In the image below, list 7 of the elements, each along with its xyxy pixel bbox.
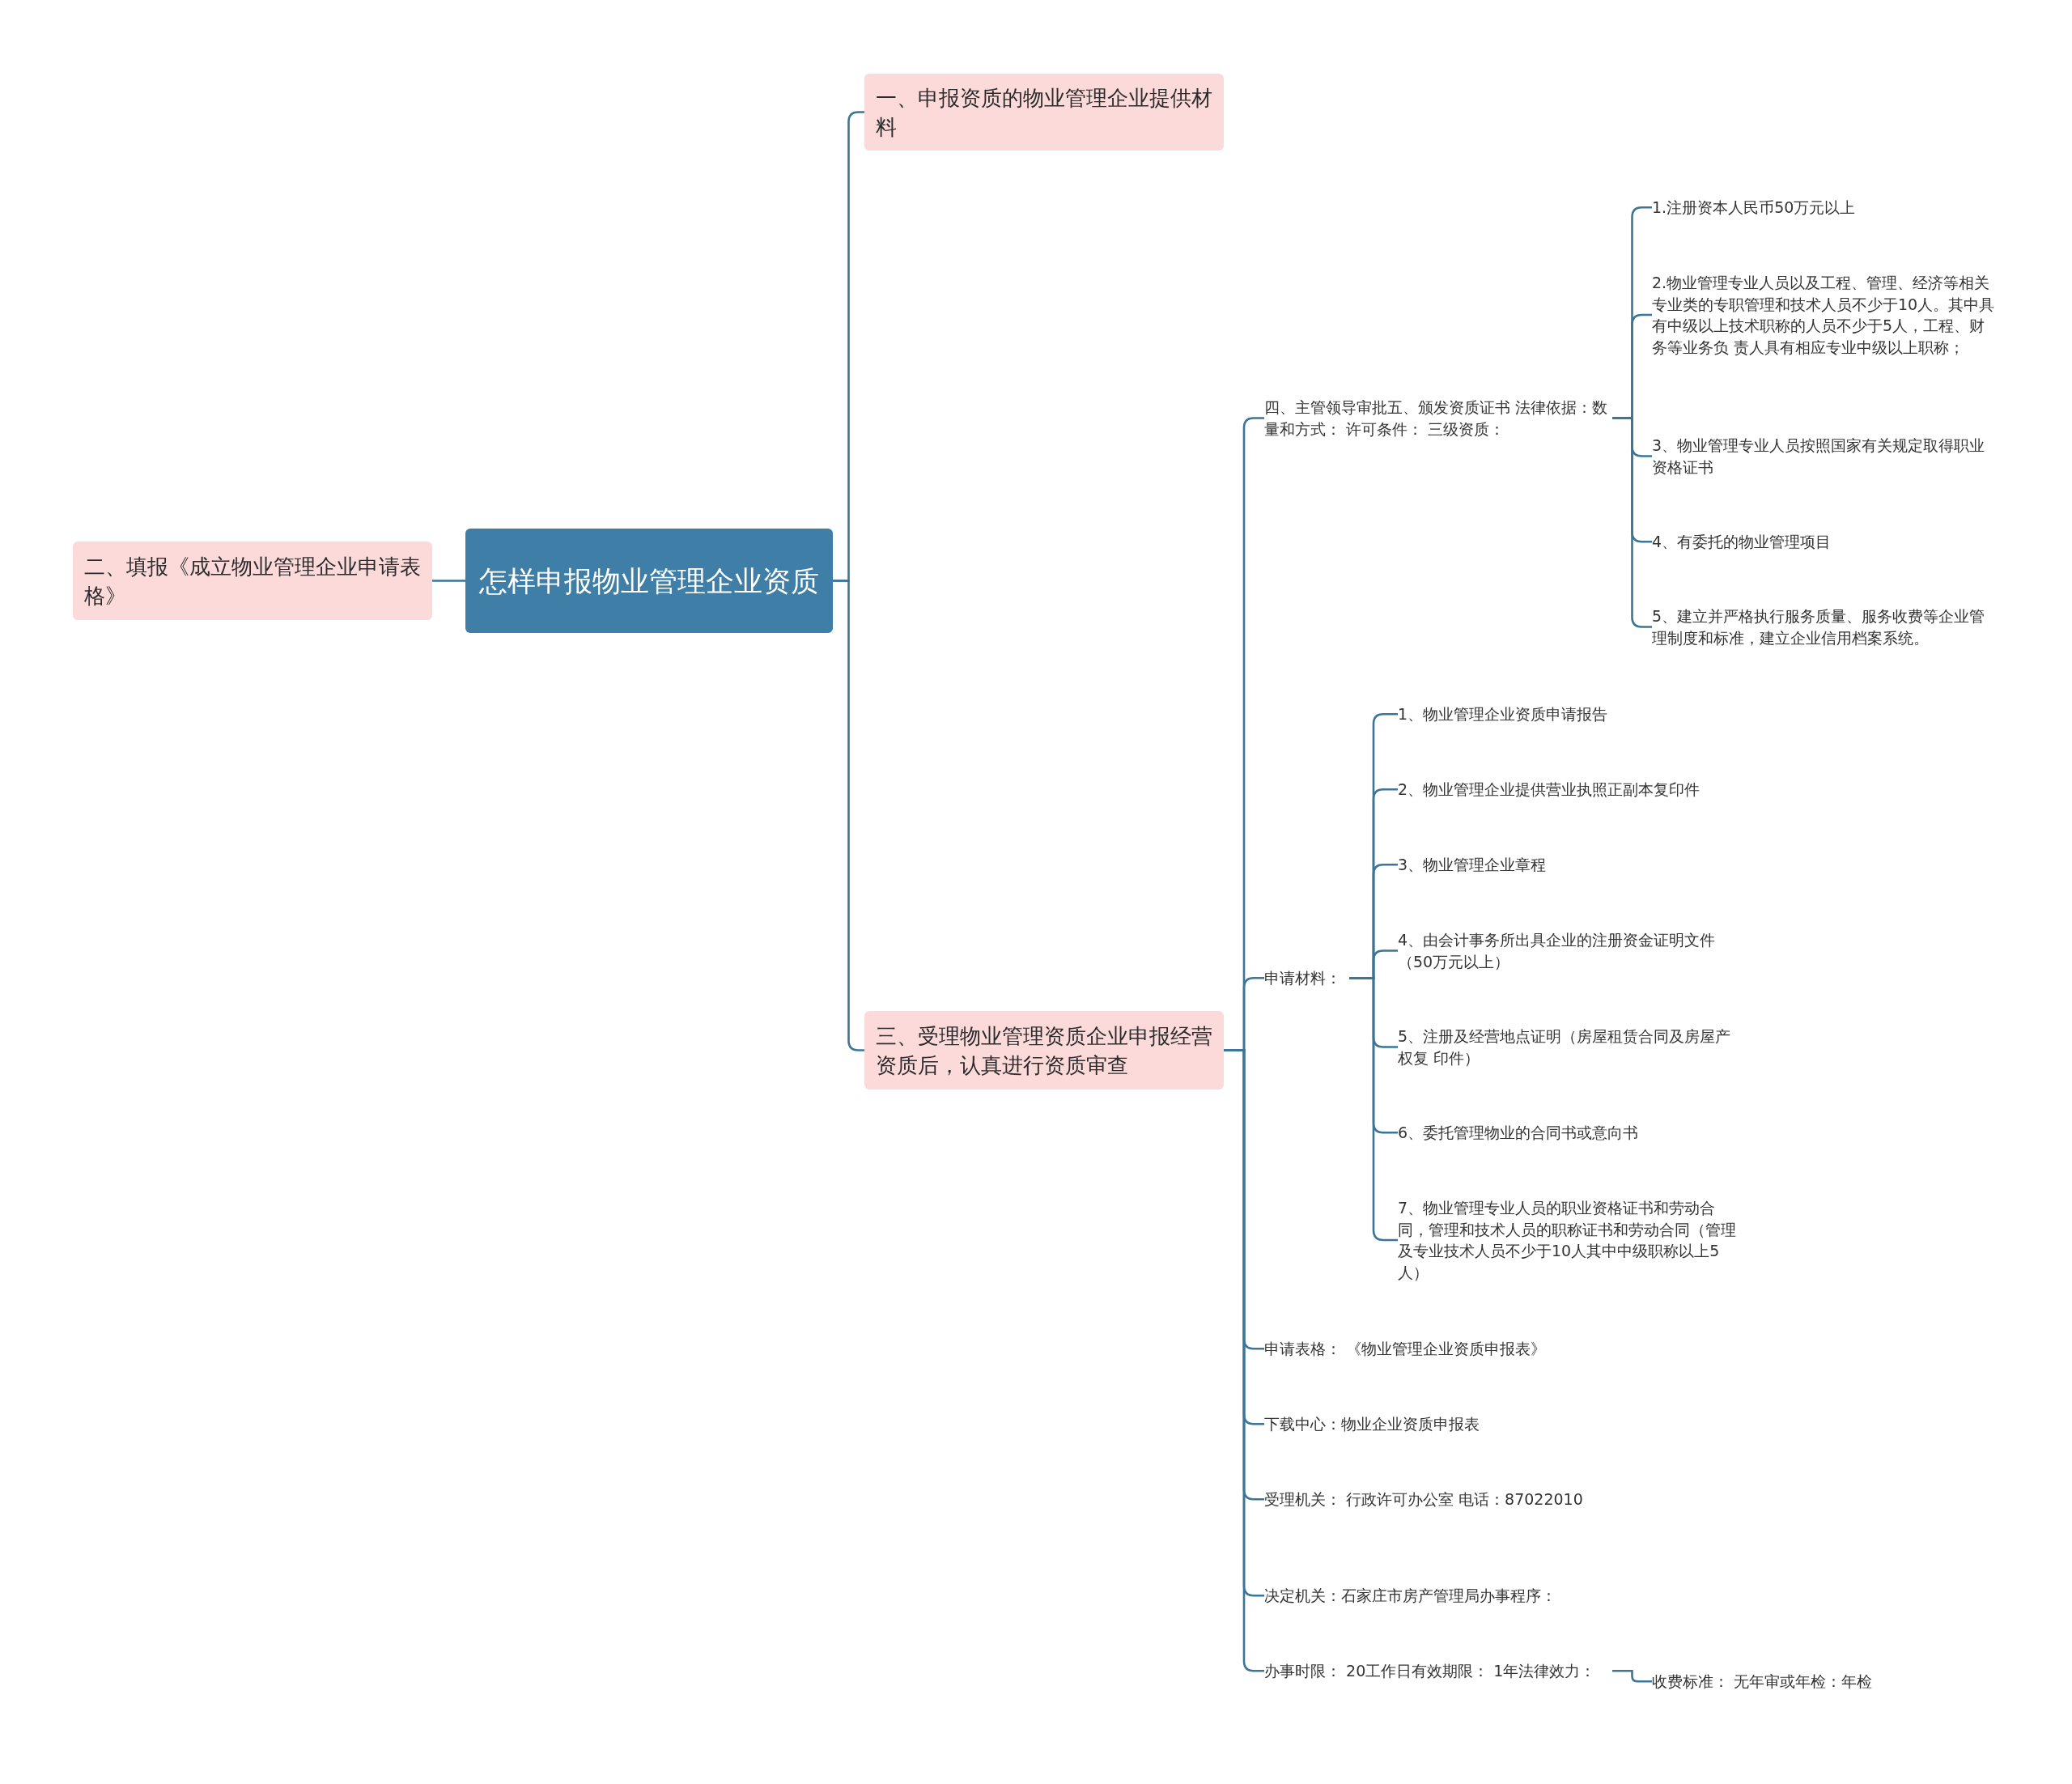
topic-box: 二、填报《成立物业管理企业申请表格》 [73,542,432,620]
connector-line [833,580,864,1051]
central-topic-box: 怎样申报物业管理企业资质 [465,529,833,633]
connector-line [1612,1669,1652,1683]
connector-line [432,580,465,582]
topic-box: 一、申报资质的物业管理企业提供材料 [864,74,1224,151]
topic-box: 三、受理物业管理资质企业申报经营资质后，认真进行资质审查 [864,1011,1224,1090]
